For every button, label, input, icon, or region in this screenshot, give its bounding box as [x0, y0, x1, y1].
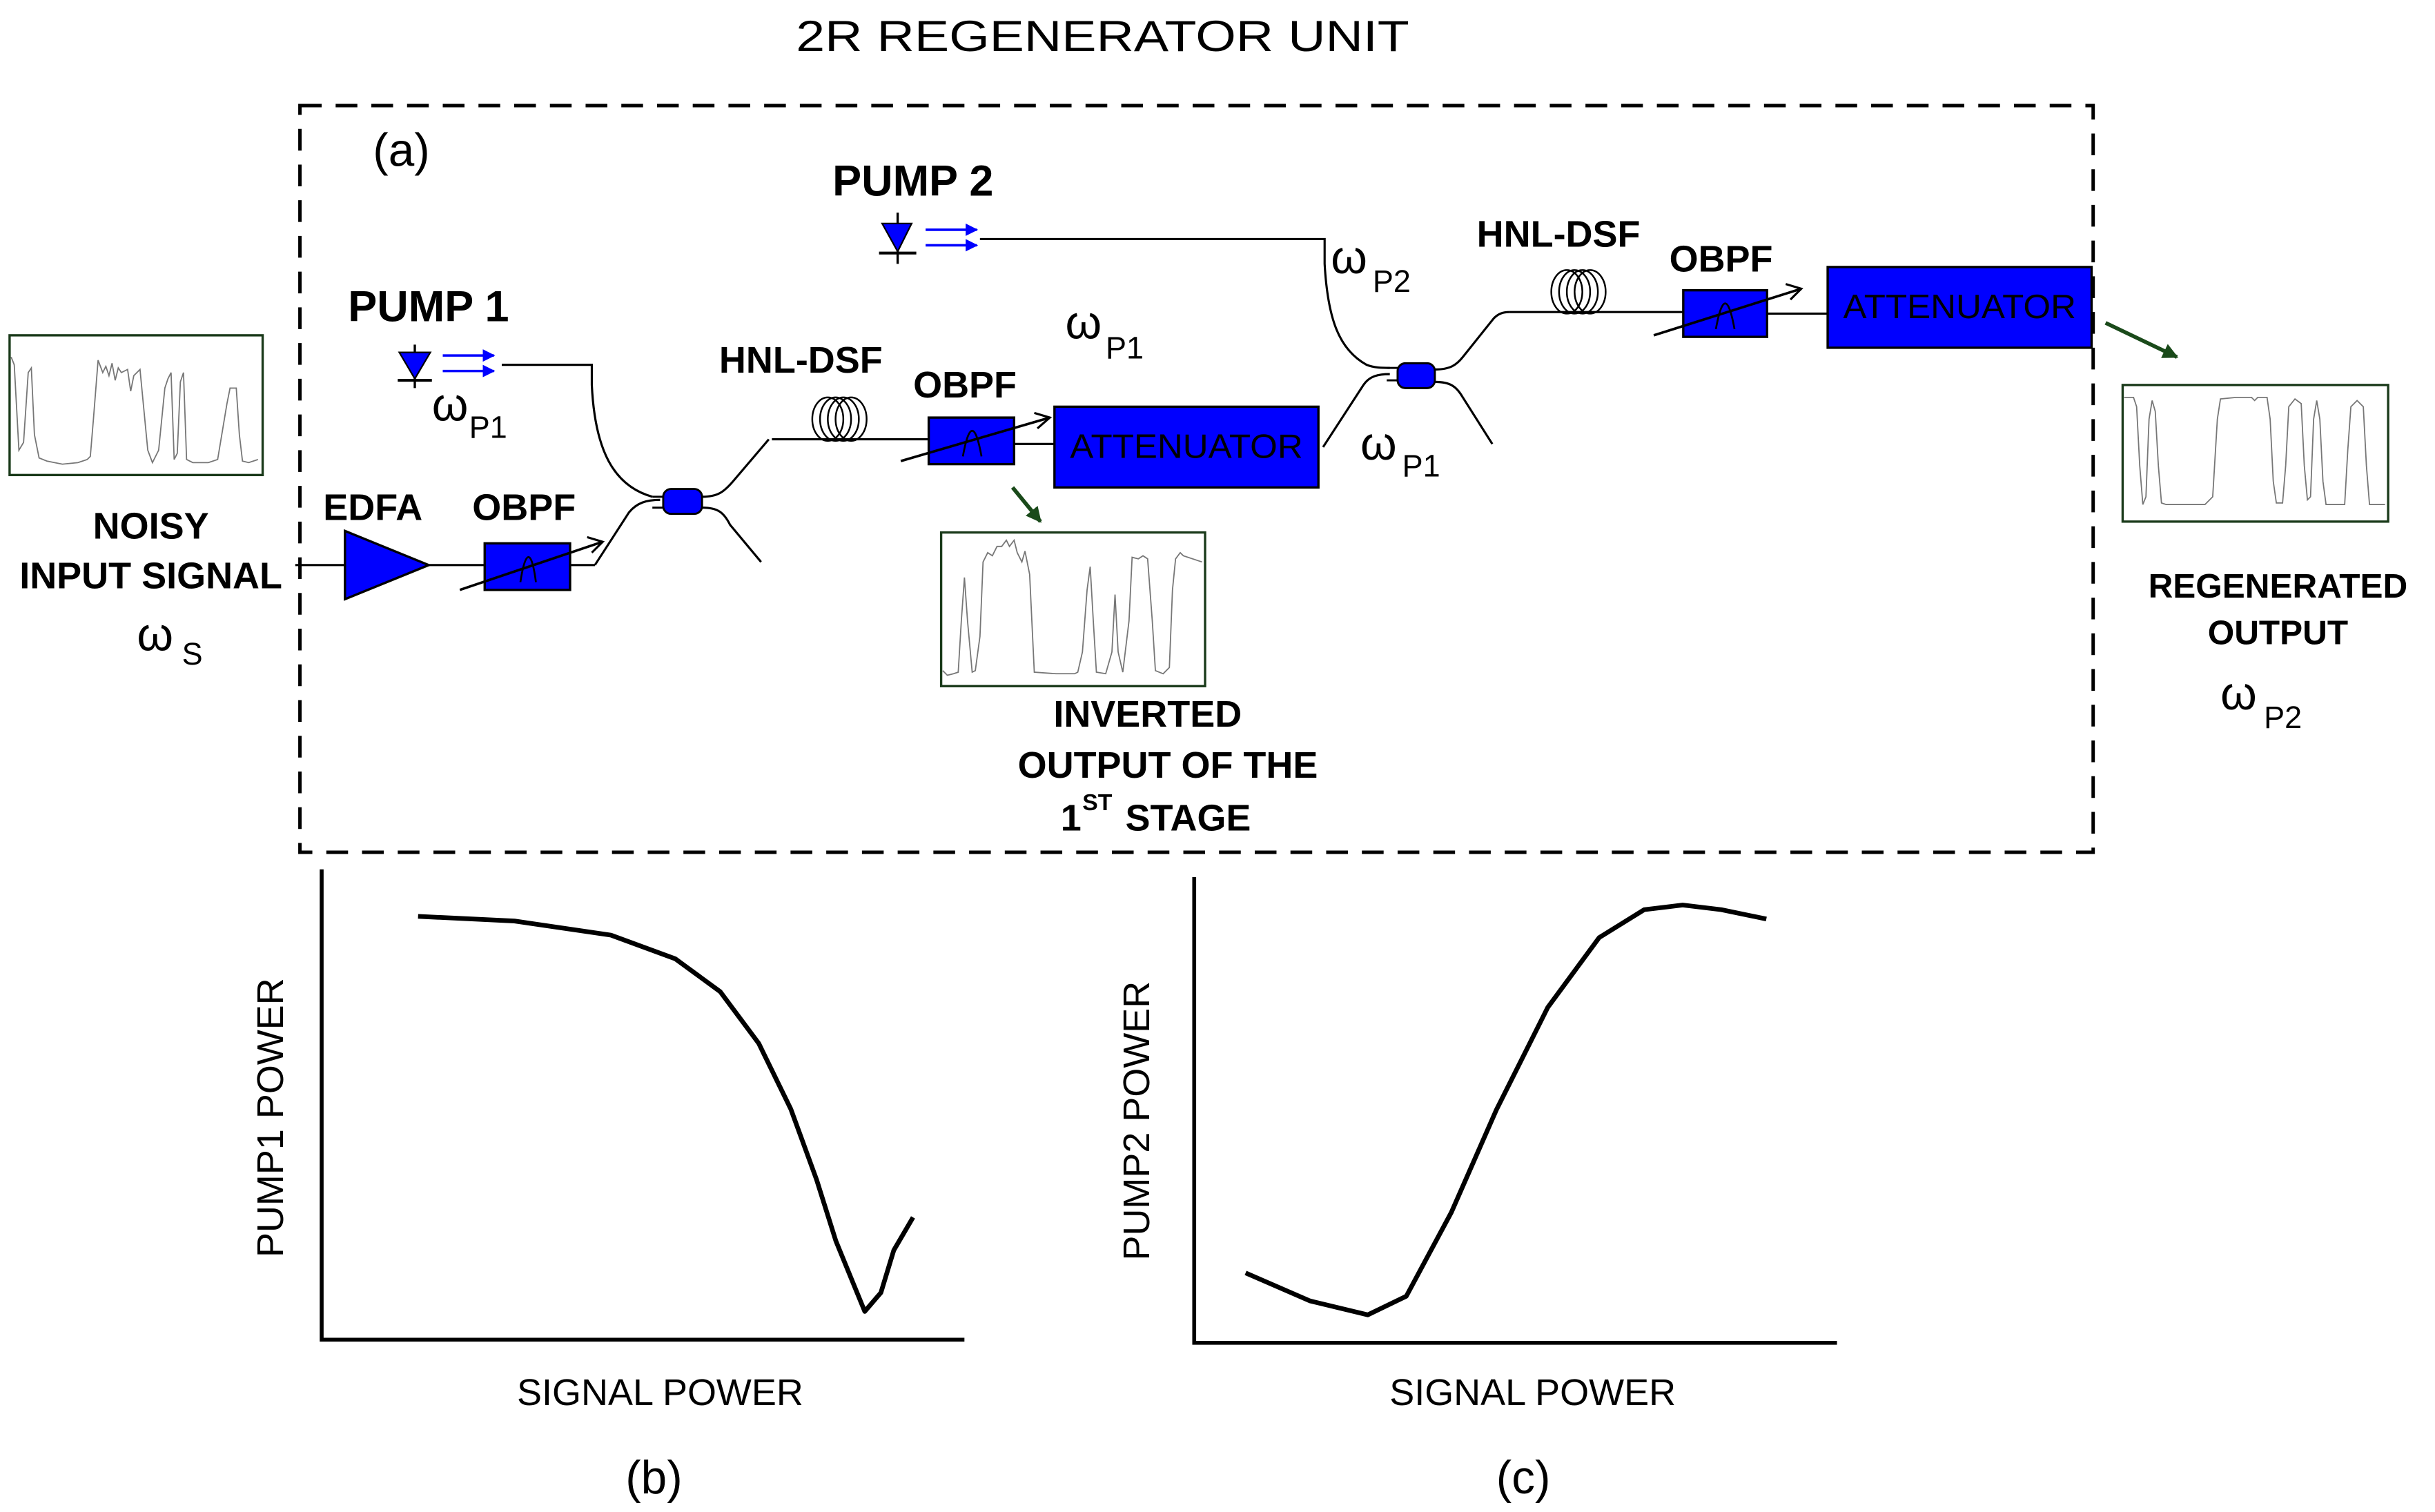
- fiber-coil-icon: [811, 396, 868, 442]
- inverted-label-line1: INVERTED: [1053, 694, 1242, 735]
- tunable-arrow-icon: [900, 416, 1050, 462]
- frequency-subscript: P1: [469, 409, 507, 444]
- output-label-line1: REGENERATED: [2149, 567, 2408, 605]
- omega-symbol: ω: [137, 609, 173, 661]
- omega-symbol: ω: [1360, 418, 1397, 470]
- coupler2-input-frequency-label: ω P1: [1360, 418, 1440, 484]
- pump2-frequency-label: ω P2: [1331, 232, 1411, 299]
- chart-b-ylabel: PUMP1 POWER: [250, 978, 291, 1257]
- frequency-subscript: P1: [1402, 449, 1440, 484]
- output-frequency-label: ω P2: [2220, 668, 2302, 735]
- fiber-att1-coupler2: [1322, 373, 1390, 448]
- omega-symbol: ω: [1331, 232, 1367, 284]
- stage-text: STAGE: [1115, 797, 1251, 838]
- obpf3-filter[interactable]: [1653, 283, 1803, 338]
- ordinal-number: 1: [1061, 797, 1082, 838]
- chart-c-ylabel: PUMP2 POWER: [1116, 981, 1157, 1261]
- panel-label-a: (a): [373, 125, 429, 177]
- chart-c-pump2-curve: [1244, 903, 1767, 1317]
- obpf1-label: OBPF: [472, 487, 576, 529]
- coupler1[interactable]: [594, 438, 770, 566]
- attenuator2-label: ATTENUATOR: [1844, 288, 2076, 326]
- frequency-subscript: P1: [1106, 331, 1144, 366]
- omega-symbol: ω: [1066, 297, 1102, 348]
- inverted-label-line2: OUTPUT OF THE: [1018, 745, 1318, 786]
- panel-label-c: (c): [1496, 1452, 1551, 1504]
- pump1-frequency-label: ω P1: [432, 380, 507, 445]
- pump1-laser-icon[interactable]: [398, 344, 496, 389]
- coupler2[interactable]: [1387, 311, 1509, 445]
- frequency-subscript: S: [182, 636, 203, 671]
- inverted-label-line3: 1 ST STAGE: [1061, 789, 1251, 838]
- edfa-label: EDFA: [323, 487, 422, 529]
- obpf1-filter[interactable]: [459, 536, 605, 591]
- hnl1-label: HNL-DSF: [719, 340, 883, 381]
- regenerated-output-scope: [2121, 384, 2389, 523]
- diagram-title: 2R REGENERATOR UNIT: [796, 12, 1409, 61]
- chart-c-xlabel: SIGNAL POWER: [1389, 1372, 1676, 1413]
- hnl2-label: HNL-DSF: [1477, 214, 1641, 255]
- attenuator1-label: ATTENUATOR: [1070, 428, 1302, 466]
- regenerated-output-arrow: [2104, 321, 2179, 359]
- pump1-fiber: [501, 364, 653, 498]
- bandpass-curve-icon: [519, 556, 537, 582]
- omega-symbol: ω: [2220, 668, 2257, 720]
- chart-pump1-vs-signal: SIGNAL POWER PUMP1 POWER (b): [250, 869, 965, 1504]
- obpf3-label: OBPF: [1670, 239, 1773, 280]
- attenuator1[interactable]: ATTENUATOR: [1053, 405, 1320, 489]
- noisy-input-scope: [8, 334, 264, 477]
- chart-b-xlabel: SIGNAL POWER: [517, 1372, 803, 1413]
- inverted-output-scope: [939, 531, 1206, 687]
- inverted-output-arrow: [1010, 486, 1042, 523]
- frequency-subscript: P2: [1373, 264, 1411, 299]
- pump2-laser-icon[interactable]: [879, 213, 979, 264]
- obpf2-label: OBPF: [913, 364, 1017, 406]
- noisy-input-waveform: [10, 357, 259, 465]
- omega-symbol: ω: [432, 380, 469, 431]
- input-label-line2: INPUT SIGNAL: [19, 556, 282, 597]
- tunable-arrow-icon: [1653, 287, 1802, 337]
- output-label-line2: OUTPUT: [2208, 614, 2348, 652]
- ordinal-superscript: ST: [1082, 789, 1113, 816]
- inverted-output-waveform: [942, 538, 1202, 676]
- frequency-subscript: P2: [2264, 700, 2302, 735]
- regenerator-unit-boundary: [298, 104, 2095, 854]
- chart-b-axes: [320, 869, 965, 1342]
- bandpass-curve-icon: [961, 430, 983, 457]
- panel-label-b: (b): [625, 1452, 682, 1504]
- regenerated-output-waveform: [2124, 396, 2385, 505]
- chart-c-axes: [1192, 876, 1837, 1345]
- chart-b-pump1-curve: [418, 914, 915, 1314]
- obpf2-filter[interactable]: [900, 411, 1053, 466]
- bandpass-curve-icon: [1714, 302, 1736, 330]
- pump2-fiber: [979, 237, 1390, 369]
- stage1-frequency-label: ω P1: [1066, 297, 1144, 365]
- pump1-label: PUMP 1: [348, 283, 509, 331]
- fiber-coil-icon: [1550, 269, 1607, 315]
- chart-pump2-vs-signal: SIGNAL POWER PUMP2 POWER (c): [1116, 876, 1837, 1504]
- pump2-label: PUMP 2: [832, 157, 993, 205]
- edfa-amplifier-icon[interactable]: [344, 529, 432, 601]
- attenuator2[interactable]: ATTENUATOR: [1826, 266, 2093, 349]
- input-frequency-label: ω S: [137, 609, 202, 671]
- input-label-line1: NOISY: [93, 506, 209, 547]
- tunable-arrow-icon: [459, 540, 603, 591]
